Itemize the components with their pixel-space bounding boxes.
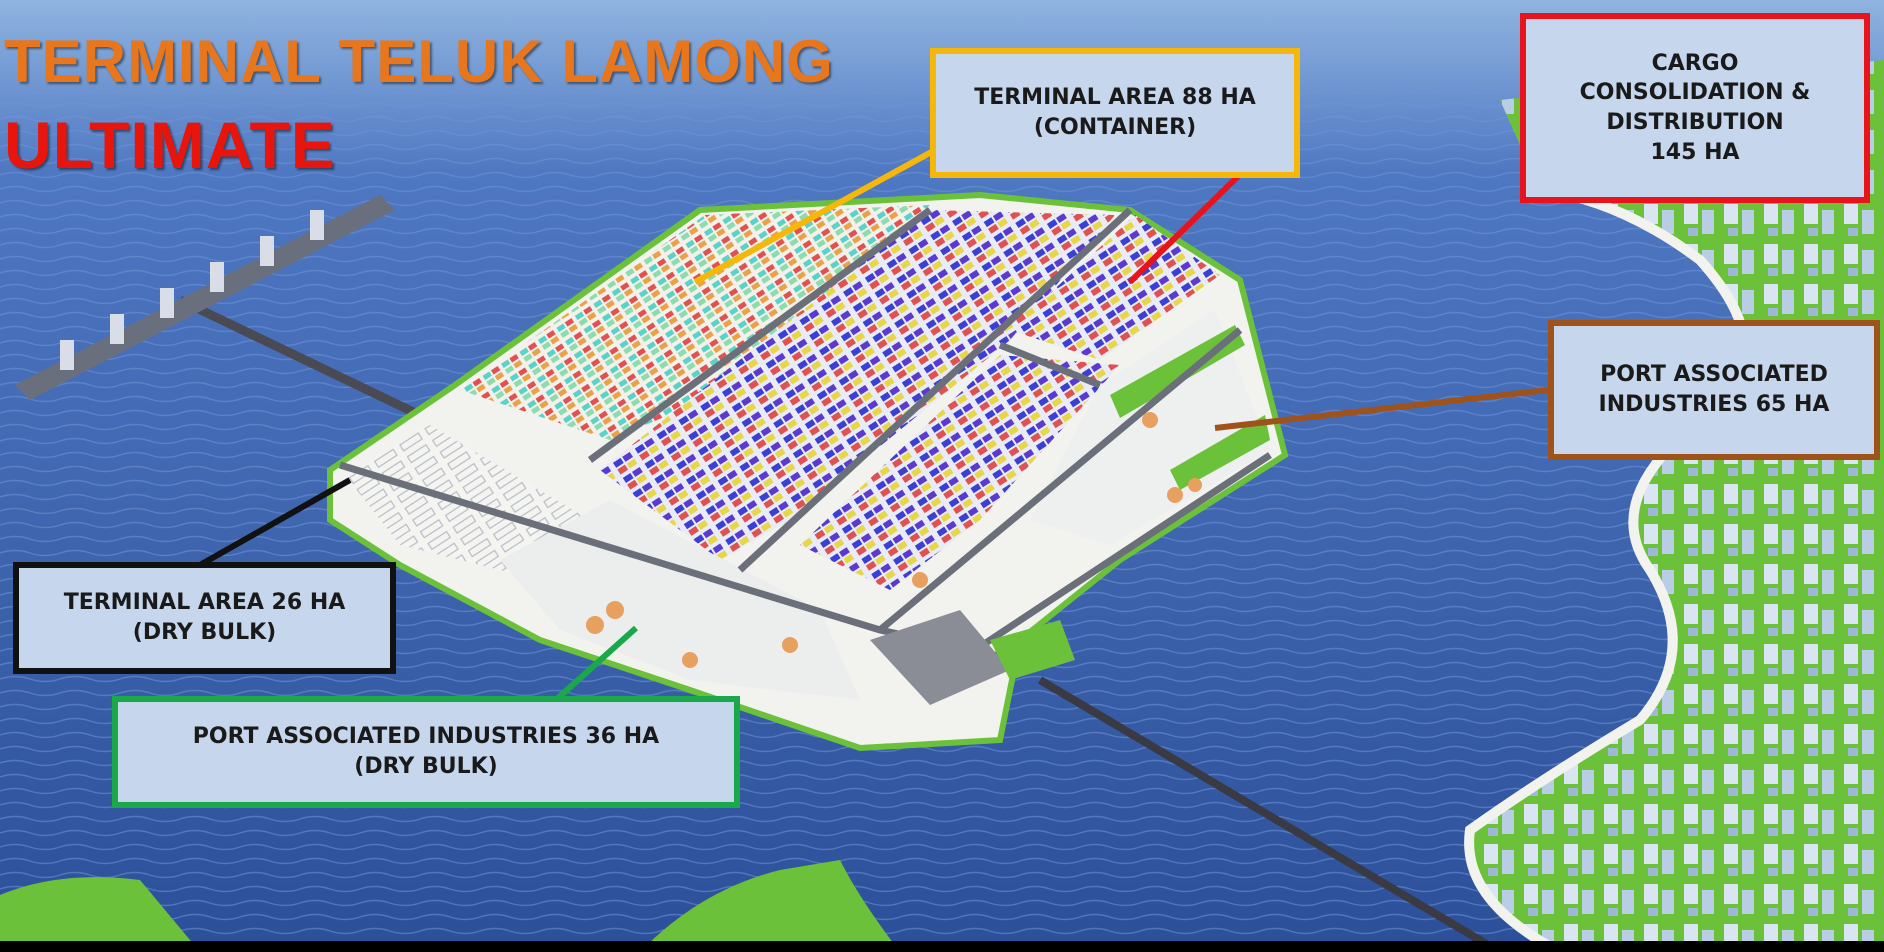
container-zone-south	[800, 355, 1120, 590]
city-shore-edge	[1464, 185, 1750, 952]
dry-bulk-zone	[345, 425, 590, 575]
bottom-band	[0, 941, 1884, 952]
callout-cargo-line3: DISTRIBUTION	[1606, 110, 1784, 135]
access-bridge	[1037, 676, 1503, 952]
gate-green	[990, 620, 1075, 680]
gate-area	[870, 610, 1010, 705]
industries-south-zone	[500, 500, 860, 700]
internal-roads	[338, 207, 1272, 669]
green-strip-east-2	[1170, 415, 1270, 490]
callout-cargo-line1: CARGO	[1651, 50, 1739, 76]
leader-terminal-dry-bulk	[198, 477, 352, 568]
callout-terminal-container-line2: (CONTAINER)	[1033, 115, 1197, 140]
callout-dry-bulk-line2: (DRY BULK)	[132, 620, 277, 645]
callout-industries-65-line2: INDUSTRIES 65 HA	[1598, 392, 1830, 417]
callout-industries-36-line1: PORT ASSOCIATED INDUSTRIES 36 HA	[192, 724, 660, 750]
berth-wharf	[15, 195, 395, 400]
callout-cargo-line2: CONSOLIDATION &	[1579, 80, 1811, 106]
ship-loaders	[60, 210, 324, 370]
storage-tanks	[586, 412, 1202, 668]
callout-industries-36-line2: (DRY BULK)	[354, 754, 498, 779]
callout-industries-65-line1: PORT ASSOCIATED	[1600, 362, 1828, 388]
cargo-consolidation-zone	[1010, 215, 1220, 360]
callout-cargo-line4: 145 HA	[1650, 139, 1740, 165]
callout-terminal-dry-bulk: TERMINAL AREA 26 HA (DRY BULK)	[13, 562, 396, 674]
container-zone-central	[600, 210, 1115, 560]
callout-port-industries-65: PORT ASSOCIATED INDUSTRIES 65 HA	[1548, 320, 1880, 460]
callout-cargo-consolidation: CARGO CONSOLIDATION & DISTRIBUTION 145 H…	[1520, 13, 1870, 203]
callout-terminal-container: TERMINAL AREA 88 HA (CONTAINER)	[930, 48, 1300, 178]
land-bottom-left	[0, 877, 200, 952]
leader-terminal-container	[693, 147, 937, 285]
callout-port-industries-36: PORT ASSOCIATED INDUSTRIES 36 HA (DRY BU…	[112, 696, 740, 808]
callout-terminal-container-line1: TERMINAL AREA 88 HA	[974, 85, 1256, 111]
land-bottom-middle	[640, 860, 900, 952]
title-line-1: TERMINAL TELUK LAMONG	[4, 28, 834, 95]
leader-port-industries-65	[1214, 387, 1549, 431]
title-line-2: ULTIMATE	[4, 108, 336, 182]
callout-dry-bulk-line1: TERMINAL AREA 26 HA	[63, 590, 346, 616]
container-zone-west	[460, 205, 930, 440]
leader-port-industries-36	[555, 625, 639, 701]
green-strip-east	[1110, 325, 1245, 418]
city-land-right	[1469, 60, 1884, 952]
jetty-trestle	[178, 295, 432, 425]
